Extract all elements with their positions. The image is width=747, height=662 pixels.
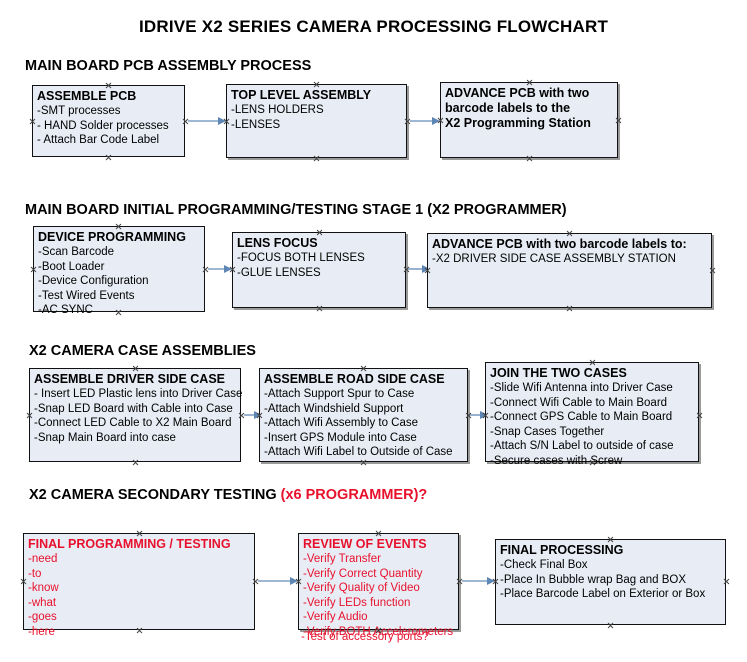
box-line: -Attach S/N Label to outside of case [490, 440, 674, 452]
box-final-programming-testing[interactable]: FINAL PROGRAMMING / TESTING -need -to -k… [23, 533, 255, 638]
box-line: -Check Final Box [500, 559, 588, 571]
section-header-4: X2 CAMERA SECONDARY TESTING (x6 PROGRAMM… [29, 487, 427, 503]
box-line: -what [28, 596, 57, 609]
box-line: -Attach Wifi Label to Outside of Case [264, 446, 453, 458]
box-line: -here [28, 625, 55, 638]
box-line: -Snap Main Board into case [34, 431, 176, 444]
box-line: -Attach Windshield Support [264, 402, 404, 415]
box-overflow-line: -Test of accessory ports? [301, 631, 429, 643]
connector-arrow[interactable] [462, 576, 495, 586]
section-header-3: X2 CAMERA CASE ASSEMBLIES [29, 343, 256, 359]
box-assemble-road-side-case[interactable]: ASSEMBLE ROAD SIDE CASE -Attach Support … [259, 368, 468, 462]
box-line: - HAND Solder processes [37, 119, 169, 132]
box-line: -Snap LED Board with Cable into Case [34, 402, 233, 415]
box-line: -Verify Correct Quantity [303, 567, 423, 580]
box-advance-pcb-1[interactable]: ADVANCE PCB with two barcode labels to t… [440, 82, 618, 158]
box-line: -Verify Audio [303, 611, 368, 623]
box-line: - Attach Bar Code Label [37, 134, 160, 146]
box-line: -Test Wired Events [38, 289, 135, 302]
box-line: -Place Barcode Label on Exterior or Box [500, 588, 706, 600]
section-header-2: MAIN BOARD INITIAL PROGRAMMING/TESTING S… [25, 202, 567, 218]
box-line: -Scan Barcode [38, 246, 115, 258]
section-header-3-text: X2 CAMERA CASE ASSEMBLIES [29, 343, 256, 359]
box-line: -Connect Wifi Cable to Main Board [490, 396, 668, 409]
box-title-line: barcode labels to the [445, 101, 571, 115]
box-title: TOP LEVEL ASSEMBLY [231, 88, 372, 102]
box-title-line: X2 Programming Station [445, 116, 591, 130]
box-line: -Insert GPS Module into Case [264, 431, 417, 444]
box-line: -know [28, 582, 59, 594]
section-header-2-text: MAIN BOARD INITIAL PROGRAMMING/TESTING S… [25, 202, 567, 218]
box-title: REVIEW OF EVENTS [303, 537, 427, 551]
box-line: -Secure cases with Screw [490, 454, 623, 467]
box-device-programming[interactable]: DEVICE PROGRAMMING -Scan Barcode -Boot L… [33, 226, 205, 316]
box-line: -FOCUS BOTH LENSES [237, 252, 365, 264]
section-header-4-suffix: (x6 PROGRAMMER)? [280, 487, 428, 503]
box-title: ADVANCE PCB with two [445, 86, 590, 100]
box-line: -to [28, 567, 42, 580]
box-line: -AC SYNC [38, 304, 93, 316]
connector-arrow[interactable] [258, 576, 298, 586]
box-line: -SMT processes [37, 105, 121, 117]
page-title: IDRIVE X2 SERIES CAMERA PROCESSING FLOWC… [138, 17, 609, 36]
section-header-1-text: MAIN BOARD PCB ASSEMBLY PROCESS [25, 58, 312, 74]
connector-arrow[interactable] [410, 116, 440, 126]
connector-arrow[interactable] [188, 116, 226, 126]
box-lens-focus[interactable]: LENS FOCUS -FOCUS BOTH LENSES -GLUE LENS… [232, 232, 406, 308]
box-line: -Verify BOTH Accelerometers [303, 625, 454, 638]
box-line: -LENSES [231, 118, 281, 131]
box-title: ADVANCE PCB with two barcode labels to: [432, 237, 687, 251]
section-header-4-text: X2 CAMERA SECONDARY TESTING [29, 487, 281, 503]
box-line: -Verify Transfer [303, 553, 381, 565]
connector-arrow[interactable] [470, 410, 488, 420]
connector-arrow[interactable] [408, 264, 430, 274]
box-line: -GLUE LENSES [237, 266, 321, 279]
box-assemble-pcb[interactable]: ASSEMBLE PCB -SMT processes - HAND Solde… [32, 85, 185, 157]
box-line: -goes [28, 611, 57, 623]
connector-arrow[interactable] [244, 410, 262, 420]
box-line: -LENS HOLDERS [231, 104, 324, 116]
box-line: -Place In Bubble wrap Bag and BOX [500, 573, 687, 586]
box-title: ASSEMBLE DRIVER SIDE CASE [34, 372, 226, 386]
box-title: ASSEMBLE ROAD SIDE CASE [264, 372, 445, 386]
box-join-the-two-cases[interactable]: JOIN THE TWO CASES -Slide Wifi Antenna i… [485, 362, 699, 467]
box-line: -Verify LEDs function [303, 596, 411, 609]
box-title: FINAL PROGRAMMING / TESTING [28, 537, 231, 551]
box-advance-pcb-2[interactable]: ADVANCE PCB with two barcode labels to: … [427, 233, 712, 308]
box-review-of-events[interactable]: REVIEW OF EVENTS -Verify Transfer -Verif… [298, 533, 459, 638]
box-top-level-assembly[interactable]: TOP LEVEL ASSEMBLY -LENS HOLDERS -LENSES [226, 84, 407, 158]
connector-arrow[interactable] [208, 264, 232, 274]
box-title: JOIN THE TWO CASES [490, 366, 627, 380]
box-title: DEVICE PROGRAMMING [38, 230, 186, 244]
box-title: LENS FOCUS [237, 236, 318, 250]
box-line: -need [28, 553, 58, 565]
section-header-1: MAIN BOARD PCB ASSEMBLY PROCESS [25, 58, 311, 74]
box-line: -Slide Wifi Antenna into Driver Case [490, 382, 673, 394]
box-line: -Boot Loader [38, 260, 105, 273]
box-final-processing[interactable]: FINAL PROCESSING -Check Final Box -Place… [495, 539, 726, 625]
box-line: -Attach Support Spur to Case [264, 388, 415, 400]
box-title: FINAL PROCESSING [500, 543, 624, 557]
box-assemble-driver-side-case[interactable]: ASSEMBLE DRIVER SIDE CASE - Insert LED P… [29, 368, 243, 462]
box-line: -Connect GPS Cable to Main Board [490, 411, 673, 423]
box-line: -Verify Quality of Video [303, 582, 420, 594]
box-line: -Connect LED Cable to X2 Main Board [34, 417, 232, 429]
box-line: -Snap Cases Together [490, 425, 605, 438]
box-line: - Insert LED Plastic lens into Driver Ca… [34, 388, 243, 400]
box-line: -Attach Wifi Assembly to Case [264, 417, 419, 429]
box-line: -Device Configuration [38, 275, 149, 287]
box-line: -X2 DRIVER SIDE CASE ASSEMBLY STATION [432, 253, 676, 265]
box-title: ASSEMBLE PCB [37, 89, 137, 103]
